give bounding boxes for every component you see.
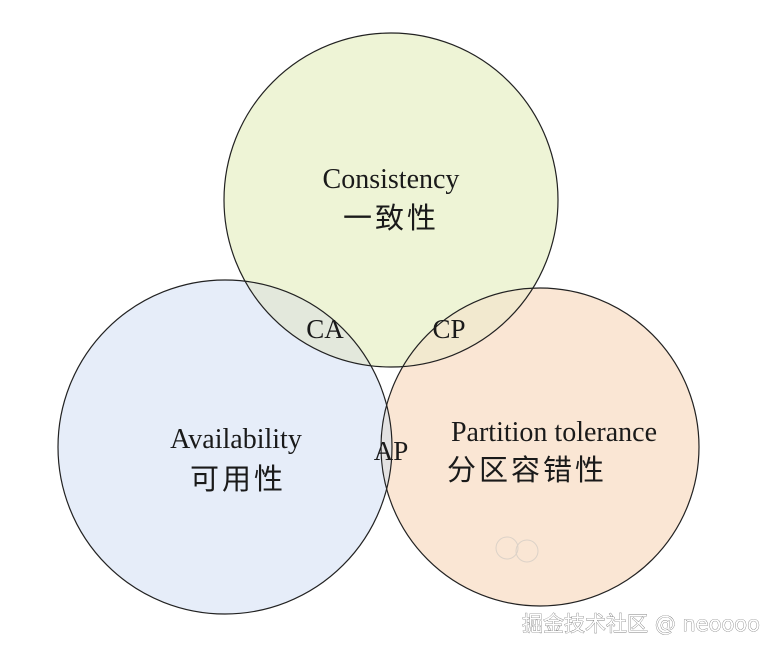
ca-label: CA [306, 314, 344, 344]
consistency-label-zh: 一致性 [343, 201, 439, 235]
availability-circle [58, 280, 392, 614]
partition-label-zh: 分区容错性 [447, 453, 607, 487]
consistency-outline [223, 32, 559, 368]
partition-outline [380, 287, 700, 607]
watermark: 掘金技术社区 @ neoooo [522, 612, 760, 636]
cp-label: CP [432, 314, 465, 344]
partition-label: Partition tolerance [451, 417, 657, 448]
availability-outline [57, 279, 393, 615]
consistency-label: Consistency [323, 164, 460, 195]
availability-label: Availability [170, 424, 302, 455]
partition-circle [381, 288, 699, 606]
consistency-circle [224, 33, 558, 367]
ap-label: AP [374, 436, 409, 466]
availability-label-zh: 可用性 [190, 462, 286, 496]
faint-face-doodle [495, 536, 539, 563]
